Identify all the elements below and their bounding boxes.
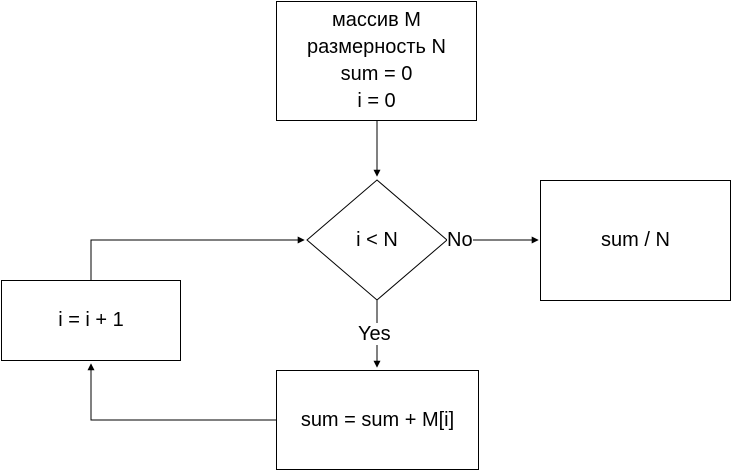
increment-box: i = i + 1 [1,280,181,361]
init-line-index: i = 0 [357,90,396,112]
increment-label: i = i + 1 [58,309,124,331]
edge-accumulate-to-increment [87,363,277,421]
init-box: массив M размерность N sum = 0 i = 0 [276,1,477,121]
accumulate-box: sum = sum + M[i] [276,370,479,470]
result-box: sum / N [540,180,731,301]
edge-increment-to-condition [90,236,305,280]
edge-label-yes: Yes [358,323,391,345]
result-label: sum / N [601,229,670,251]
init-line-size: размерность N [307,36,446,58]
init-line-array: массив M [332,9,421,31]
accumulate-label: sum = sum + M[i] [300,408,455,431]
edge-label-no: No [447,229,473,251]
condition-diamond [306,179,448,301]
init-line-sum: sum = 0 [340,63,413,85]
condition-label: i < N [356,229,398,251]
